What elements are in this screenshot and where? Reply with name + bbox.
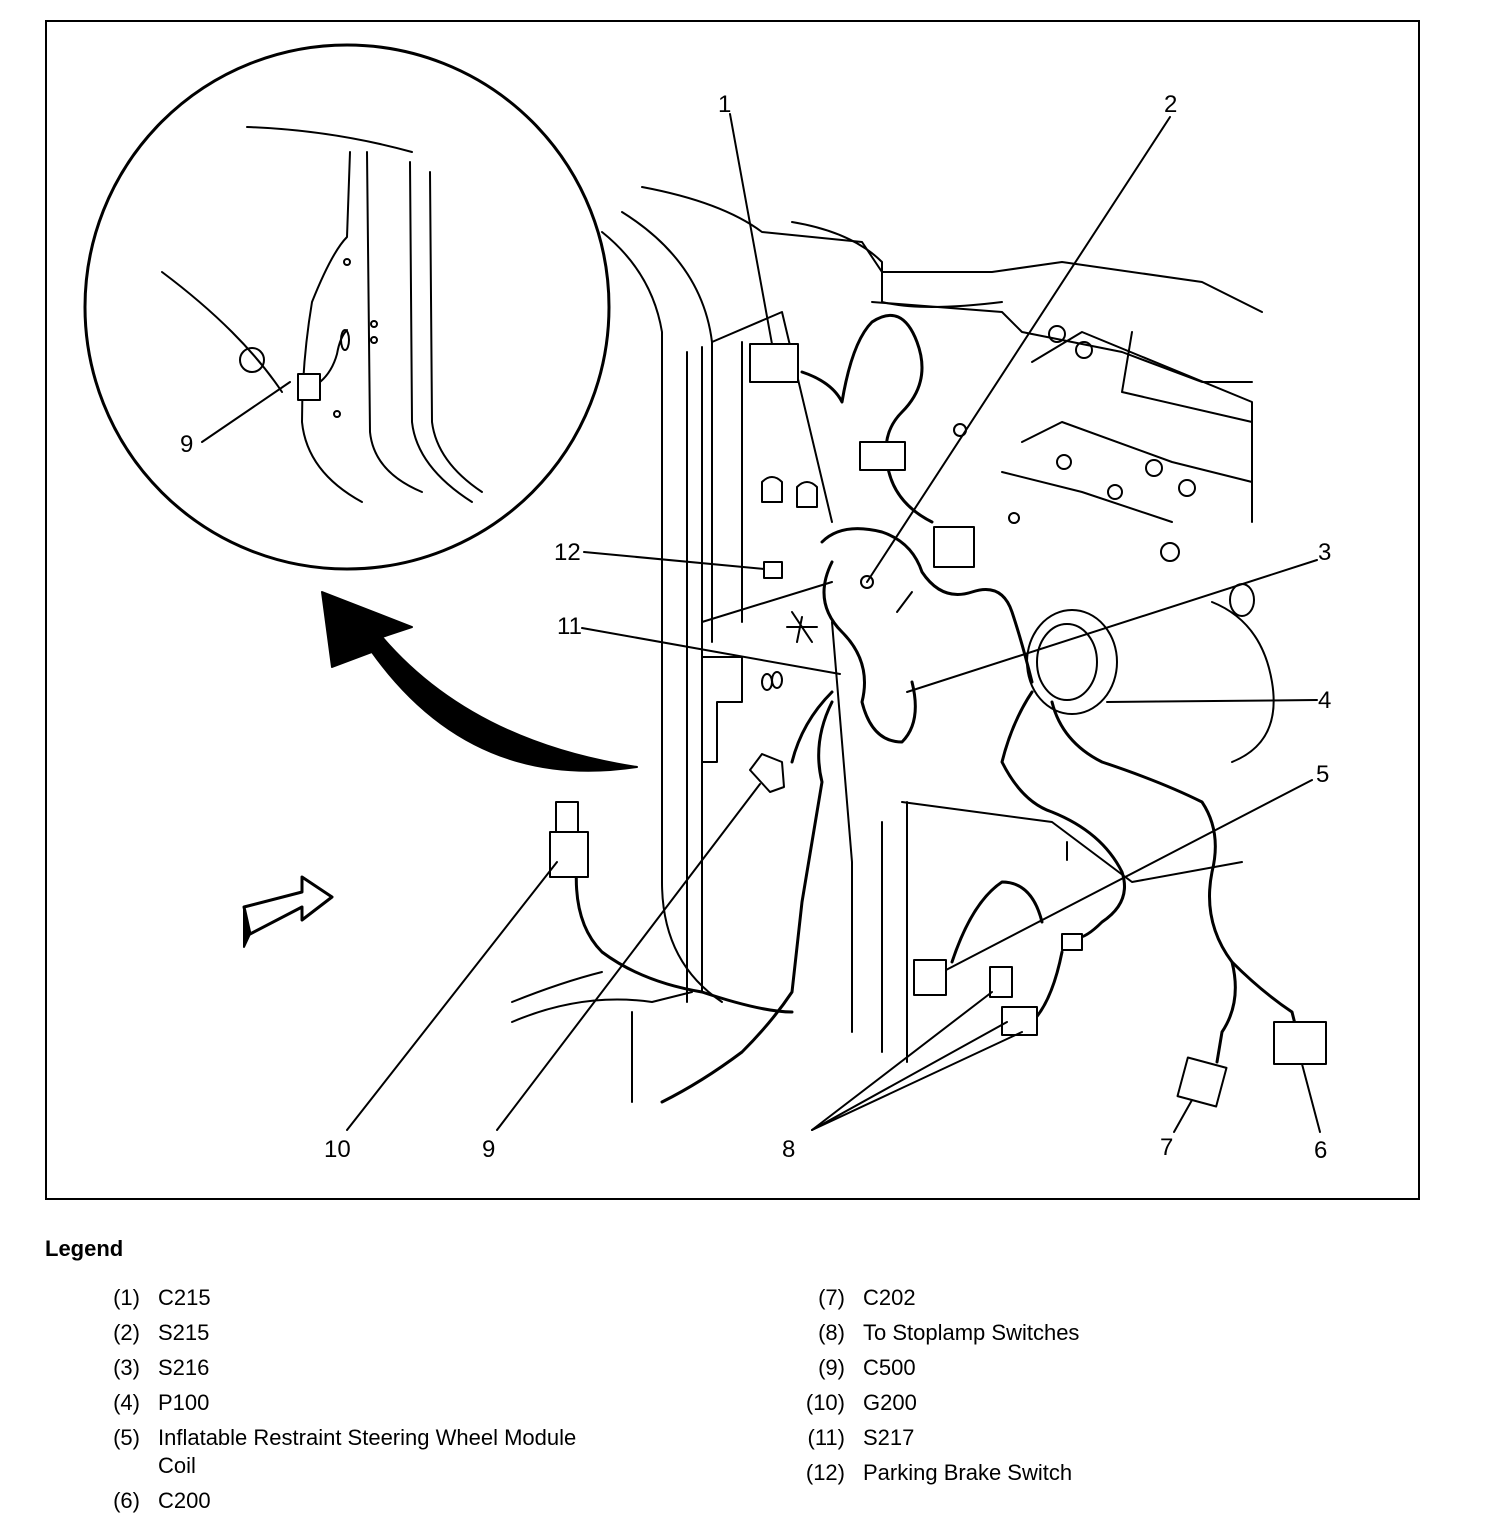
callout-11: 11 xyxy=(557,613,582,640)
legend-number: (7) xyxy=(818,1285,845,1310)
legend-title: Legend xyxy=(45,1236,124,1261)
callout-6: 6 xyxy=(1314,1137,1327,1164)
callout-5: 5 xyxy=(1316,761,1329,788)
callout-1: 1 xyxy=(718,91,731,118)
legend-item: (12) Parking Brake Switch xyxy=(805,1459,1079,1487)
legend-label: S215 xyxy=(158,1320,210,1345)
legend-label: C215 xyxy=(158,1285,211,1310)
callout-9: 9 xyxy=(482,1136,495,1163)
legend-label: Inflatable Restraint Steering Wheel Modu… xyxy=(158,1425,577,1478)
legend-number: (9) xyxy=(818,1355,845,1380)
grommet-p100 xyxy=(1026,609,1118,715)
callout-8: 8 xyxy=(782,1136,795,1163)
legend-label: C500 xyxy=(863,1355,916,1380)
callout-2: 2 xyxy=(1164,91,1177,118)
legend-item: (1) C215 xyxy=(100,1284,598,1312)
body-structure xyxy=(511,186,1275,1103)
legend-item: (5) Inflatable Restraint Steering Wheel M… xyxy=(100,1424,598,1480)
legend-column-right: (7)C202 (8)To Stoplamp Switches (9)C500 … xyxy=(805,1284,1080,1494)
callout-12: 12 xyxy=(554,539,581,566)
callout-7: 7 xyxy=(1160,1134,1173,1161)
legend-item: (2) S215 xyxy=(100,1319,598,1347)
callout-10: 10 xyxy=(324,1136,351,1163)
legend-item: (6) C200 xyxy=(100,1487,598,1515)
fasteners xyxy=(860,423,1068,861)
legend-item: (9) C500 xyxy=(805,1354,1079,1382)
legend-number: (10) xyxy=(805,1390,845,1415)
detail-inset xyxy=(83,43,611,571)
legend-number: (3) xyxy=(113,1355,140,1380)
legend-item: (7) C202 xyxy=(805,1284,1079,1312)
legend-item: (10) G200 xyxy=(805,1389,1079,1417)
connectors xyxy=(549,343,1327,1108)
diagram-frame: 1 2 3 4 5 6 7 8 9 10 11 12 9 xyxy=(45,20,1420,1200)
legend-label: C200 xyxy=(158,1488,211,1513)
legend-label: G200 xyxy=(863,1390,917,1415)
legend-item: (8) To Stoplamp Switches xyxy=(805,1319,1079,1347)
legend-label: C202 xyxy=(863,1285,916,1310)
legend-label: Parking Brake Switch xyxy=(863,1460,1073,1485)
legend-label: To Stoplamp Switches xyxy=(863,1320,1080,1345)
legend-number: (12) xyxy=(805,1460,845,1485)
legend-number: (1) xyxy=(113,1285,140,1310)
legend-number: (11) xyxy=(807,1425,846,1450)
callout-3: 3 xyxy=(1318,539,1331,566)
view-direction-arrow-icon xyxy=(242,875,334,948)
legend-item: (11) S217 xyxy=(805,1424,1079,1452)
legend-number: (6) xyxy=(113,1488,140,1513)
legend-number: (8) xyxy=(818,1320,845,1345)
legend-number: (5) xyxy=(113,1425,140,1450)
legend-label: S216 xyxy=(158,1355,210,1380)
leader-lines xyxy=(346,113,1321,1133)
zoom-arrow-icon xyxy=(321,591,638,772)
legend-item: (4) P100 xyxy=(100,1389,598,1417)
callout-4: 4 xyxy=(1318,687,1331,714)
legend-label: S217 xyxy=(863,1425,915,1450)
legend-column-left: (1) C215 (2) S215 (3) S216 (4) P100 (5) Infla… xyxy=(100,1284,598,1522)
legend-item: (3) S216 xyxy=(100,1354,598,1382)
wiring-harness-illustration: 1 2 3 4 5 6 7 8 9 10 11 12 9 xyxy=(83,43,1331,1164)
legend-number: (4) xyxy=(113,1390,140,1415)
callout-9-inset: 9 xyxy=(180,431,193,458)
legend-number: (2) xyxy=(113,1320,140,1345)
legend-label: P100 xyxy=(158,1390,210,1415)
